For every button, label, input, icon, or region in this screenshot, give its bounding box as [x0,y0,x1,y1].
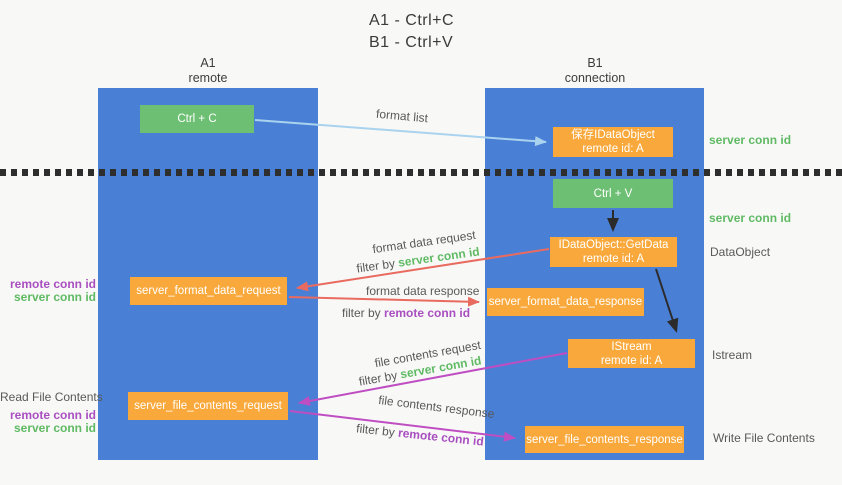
dataobject-label: DataObject [710,245,771,259]
getdata-line1: IDataObject::GetData [558,239,669,251]
save-idataobject-box: 保存IDataObject remote id: A [553,127,673,157]
server-file-contents-request-label: server_file_contents_request [134,400,282,412]
title-line-2: B1 - Ctrl+V [369,34,454,51]
server-file-contents-request-box: server_file_contents_request [128,392,288,420]
istream-line1: IStream [611,340,652,353]
ctrl-c-label: Ctrl + C [177,113,217,125]
title-line-1: A1 - Ctrl+C [369,12,455,29]
lane-b-header: B1 connection [535,56,655,86]
write-file-contents-label: Write File Contents [713,431,815,445]
filter-by-text: filter by [342,306,381,320]
lane-a-name: A1 [200,56,216,70]
remote-conn-id-text: remote conn id [9,277,96,291]
diagram-title: A1 - Ctrl+C B1 - Ctrl+V [369,10,454,54]
format-list-label: format list [375,106,429,126]
server-file-contents-response-label: server_file_contents_response [526,433,683,446]
format-request-conn-ids: remote conn id server conn id [0,278,96,304]
ctrl-v-label: Ctrl + V [593,187,633,200]
save-idataobject-line1: 保存IDataObject [571,129,655,141]
server-format-data-request-label: server_format_data_request [136,285,281,297]
istream-box: IStream remote id: A [568,339,695,368]
filter-by-text: filter by [355,256,396,276]
file-contents-response-label: file contents response [377,392,496,422]
filter-by-text: filter by [355,421,396,440]
server-format-data-response-box: server_format_data_response [487,288,644,316]
istream-line2: remote id: A [600,354,663,367]
file-request-conn-ids: remote conn id server conn id [0,409,96,435]
getdata-box: IDataObject::GetData remote id: A [550,237,677,267]
server-conn-id-text: server conn id [13,421,96,435]
server-conn-id-text: server conn id [13,290,96,304]
dashed-separator [0,169,842,176]
server-conn-id-right-2: server conn id [709,211,792,225]
save-idataobject-line2: remote id: A [582,143,644,155]
lane-b-role: connection [564,71,626,85]
server-conn-id-right-1: server conn id [709,133,792,147]
remote-conn-id-text: remote conn id [384,306,471,320]
istream-side-label: Istream [712,348,753,362]
format-data-response-label: format data response [366,284,480,298]
getdata-line2: remote id: A [582,253,645,265]
filter-by-text: filter by [357,368,399,389]
read-file-contents-label: Read File Contents [0,390,103,404]
remote-conn-id-text: remote conn id [397,425,485,449]
server-format-data-response-label: server_format_data_response [488,296,643,308]
remote-conn-id-text: remote conn id [9,408,96,422]
filter-by-remote-conn-id-label-1: filter by remote conn id [342,306,470,320]
server-file-contents-response-box: server_file_contents_response [525,426,684,453]
lane-b-name: B1 [587,56,603,70]
ctrl-c-box: Ctrl + C [140,105,254,133]
server-format-data-request-box: server_format_data_request [130,277,287,305]
ctrl-v-box: Ctrl + V [553,179,673,208]
filter-by-remote-conn-id-label-2: filter by remote conn id [356,421,485,448]
lane-a-role: remote [188,71,228,85]
lane-a-header: A1 remote [148,56,268,86]
